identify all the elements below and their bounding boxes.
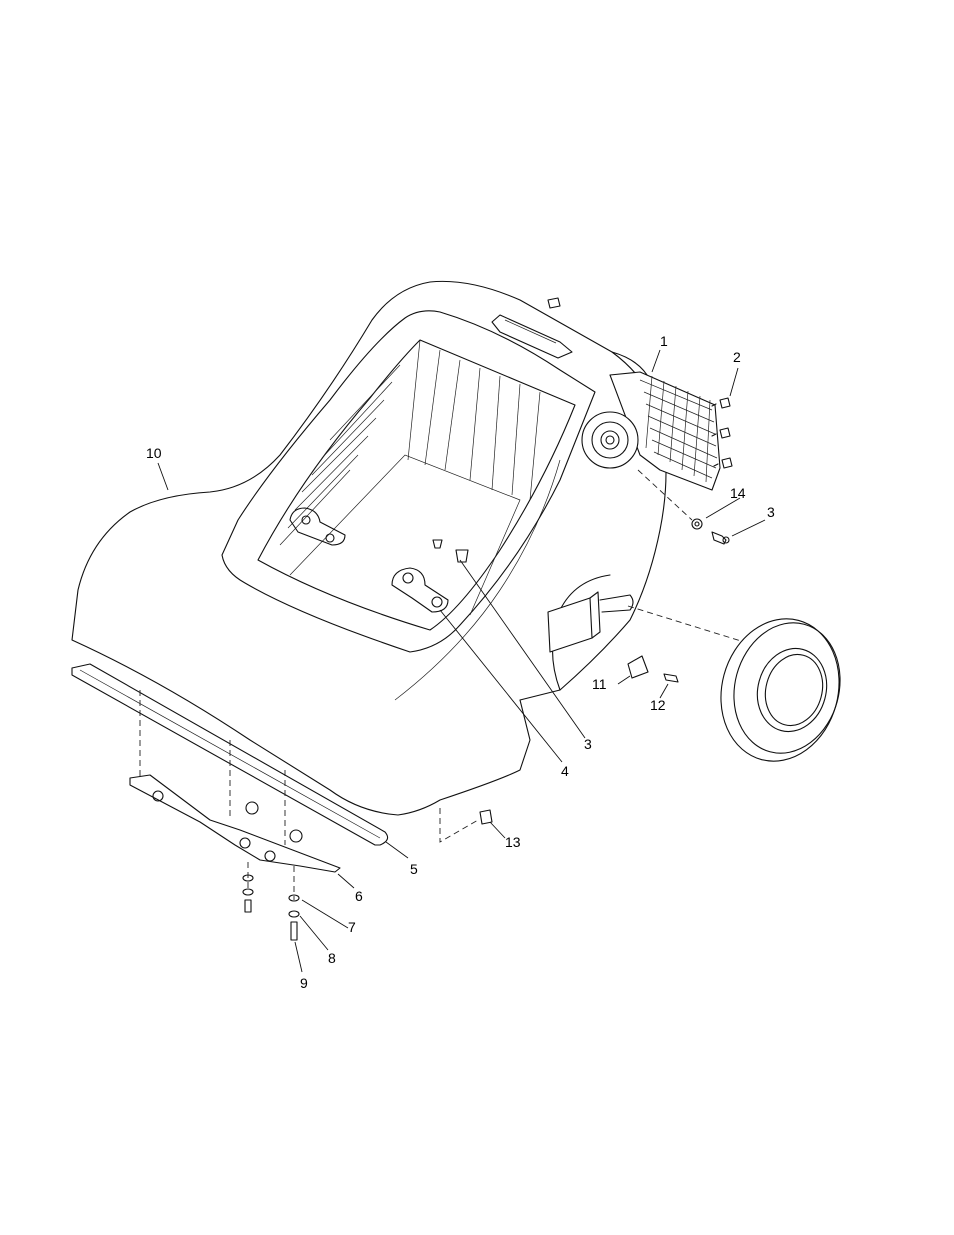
wheel [705,605,854,774]
callout-12: 12 [650,697,666,713]
washer-14 [692,519,702,529]
screw-3-right [712,532,729,544]
callout-7: 7 [348,919,356,935]
callout-5: 5 [410,861,418,877]
bolt-9 [245,900,297,940]
clip-11 [628,656,648,678]
callout-13: 13 [505,834,521,850]
callout-4: 4 [561,763,569,779]
callout-10: 10 [146,445,162,461]
callout-14: 14 [730,485,746,501]
callout-3-right: 3 [767,504,775,520]
callout-2: 2 [733,349,741,365]
callout-9: 9 [300,975,308,991]
callout-11: 11 [592,676,607,692]
washer-7 [243,875,299,901]
callout-1: 1 [660,333,668,349]
callout-8: 8 [328,950,336,966]
callout-6: 6 [355,888,363,904]
screw-12 [664,674,678,682]
callout-3-hopper: 3 [584,736,592,752]
housing-body [72,281,666,815]
